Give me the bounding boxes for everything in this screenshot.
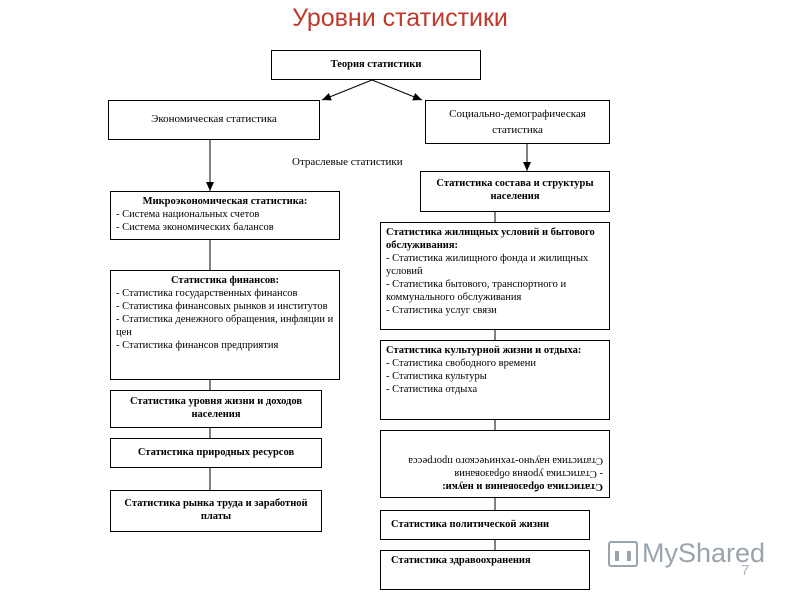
social-demographic-label: Социально-демографическая статистика xyxy=(449,108,586,136)
political-life-box: Статистика политической жизни xyxy=(380,510,590,540)
arrow-theory-to-social xyxy=(371,79,423,101)
economic-statistics-box: Экономическая статистика xyxy=(108,100,320,140)
micro-heading: Микроэкономическая статистика: xyxy=(142,196,308,207)
education-heading: Статистика образования и науки: xyxy=(442,481,603,492)
housing-item: - Статистика жилищного фонда и жилищных … xyxy=(386,253,589,277)
housing-conditions-box: Статистика жилищных условий и бытового о… xyxy=(380,222,610,330)
finance-item: - Статистика государственных финансов xyxy=(116,288,298,299)
living-standard-label: Статистика уровня жизни и доходов населе… xyxy=(129,396,302,420)
culture-item: - Статистика свободного времени xyxy=(386,358,537,369)
watermark-text: MyShared xyxy=(642,538,766,568)
theory-label: Теория статистики xyxy=(330,59,422,70)
healthcare-box: Статистика здравоохранения xyxy=(380,550,590,590)
natural-resources-label: Статистика природных ресурсов xyxy=(137,447,295,458)
branch-statistics-label: Отраслевые статистики xyxy=(292,156,403,168)
finance-item: - Статистика денежного обращения, инфляц… xyxy=(116,314,334,338)
population-structure-label: Статистика состава и структуры населения xyxy=(436,178,594,202)
economic-statistics-label: Экономическая статистика xyxy=(151,113,277,125)
population-structure-box: Статистика состава и структуры населения xyxy=(420,171,610,212)
education-flipped-content: Статистика образования и науки: - Статис… xyxy=(381,431,609,497)
natural-resources-box: Статистика природных ресурсов xyxy=(110,438,322,468)
micro-statistics-box: Микроэкономическая статистика: - Система… xyxy=(110,191,340,240)
labor-market-box: Статистика рынка труда и заработной плат… xyxy=(110,490,322,532)
education-item: - Статистика уровня образования xyxy=(454,468,603,479)
finance-item: - Статистика финансовых рынков и институ… xyxy=(116,301,328,312)
watermark-logo: MyShared xyxy=(608,538,765,569)
micro-item: - Система национальных счетов xyxy=(116,209,260,220)
cultural-life-box: Статистика культурной жизни и отдыха: - … xyxy=(380,340,610,420)
slide-title: Уровни статистики xyxy=(292,4,508,32)
chart-icon xyxy=(608,540,638,567)
labor-market-label: Статистика рынка труда и заработной плат… xyxy=(124,498,308,522)
finance-item: - Статистика финансов предприятия xyxy=(116,340,279,351)
page-number: 7 xyxy=(741,562,750,579)
finance-statistics-box: Статистика финансов: - Статистика госуда… xyxy=(110,270,340,380)
housing-heading: Статистика жилищных условий и бытового о… xyxy=(386,227,595,251)
political-life-label: Статистика политической жизни xyxy=(391,519,550,530)
education-item: Статистика научно-технического прогресса xyxy=(408,455,603,466)
living-standard-box: Статистика уровня жизни и доходов населе… xyxy=(110,390,322,428)
arrow-theory-to-economic xyxy=(321,79,373,101)
culture-heading: Статистика культурной жизни и отдыха: xyxy=(386,345,582,356)
housing-item: - Статистика бытового, транспортного и к… xyxy=(386,279,567,303)
culture-item: - Статистика культуры xyxy=(386,371,487,382)
housing-item: - Статистика услуг связи xyxy=(386,305,497,316)
culture-item: - Статистика отдыха xyxy=(386,384,478,395)
micro-item: - Система экономических балансов xyxy=(116,222,274,233)
education-science-box: Статистика образования и науки: - Статис… xyxy=(380,430,610,498)
social-demographic-box: Социально-демографическая статистика xyxy=(425,100,610,144)
finance-heading: Статистика финансов: xyxy=(170,275,280,286)
theory-box: Теория статистики xyxy=(271,50,481,80)
healthcare-label: Статистика здравоохранения xyxy=(391,555,531,566)
